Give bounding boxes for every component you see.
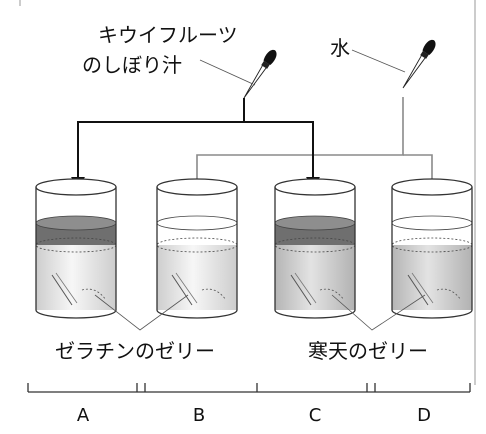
water-leader-line: [351, 49, 406, 73]
frame: [19, 0, 476, 385]
kiwi-routing: [71, 98, 320, 191]
cup-a-label: A: [77, 405, 90, 426]
kiwi-juice-label-line2: のしぼり汁: [82, 53, 182, 77]
water-dropper-icon: [402, 39, 436, 89]
cup-brackets: [27, 383, 471, 393]
kiwi-leader-line: [199, 59, 256, 86]
kiwi-dropper-icon: [243, 49, 277, 99]
cup-d-label: D: [417, 405, 431, 426]
cup-d: [391, 178, 473, 319]
jelly-leaders: [94, 294, 426, 331]
cup-a: [35, 178, 117, 319]
water-label: 水: [330, 36, 350, 60]
gelatin-jelly-label: ゼラチンのゼリー: [55, 339, 215, 363]
kiwi-juice-label-line1: キウイフルーツ: [98, 23, 238, 47]
agar-jelly-label: 寒天のゼリー: [308, 339, 428, 363]
cup-c: [274, 178, 356, 319]
cup-b: [156, 178, 238, 319]
water-routing: [197, 97, 432, 190]
cup-b-label: B: [193, 405, 205, 426]
cup-c-label: C: [309, 405, 322, 426]
